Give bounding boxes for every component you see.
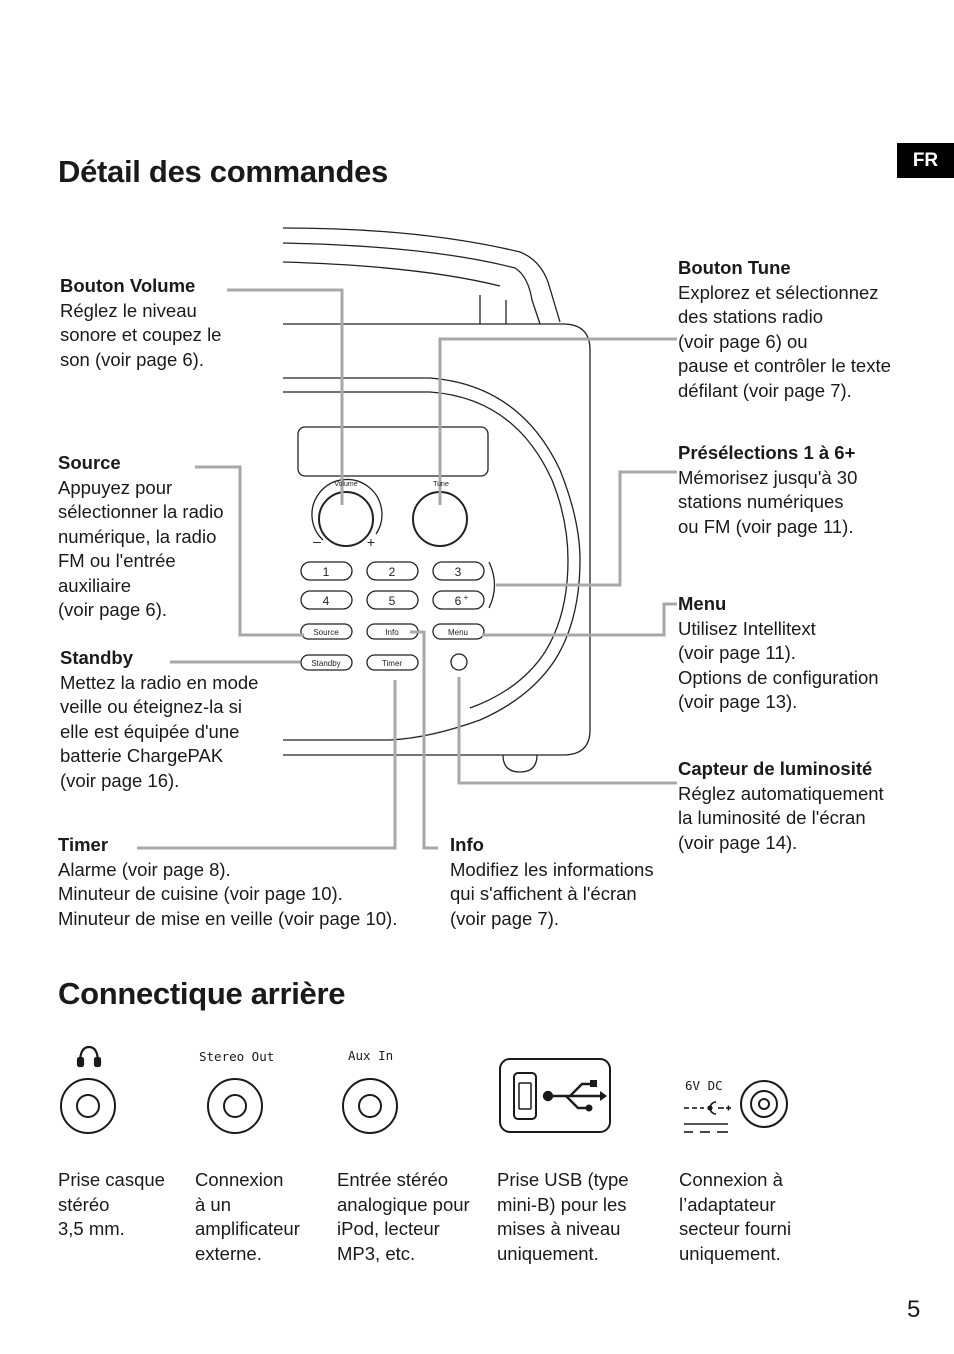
page-number: 5 <box>907 1296 921 1323</box>
preset-3-label: 3 <box>455 565 462 579</box>
volume-knob-label: Volume <box>334 481 357 488</box>
callout-info: Info Modifiez les informations qui s'aff… <box>450 833 654 931</box>
callout-title: Bouton Volume <box>60 275 196 296</box>
stereo-out-description: Connexion à un amplificateur externe. <box>195 1169 300 1264</box>
callout-title: Menu <box>678 593 727 614</box>
callout-text: Appuyez pour sélectionner la radio numér… <box>58 476 224 621</box>
callout-tune: Bouton Tune Explorez et sélectionnez des… <box>678 256 891 403</box>
callout-text: Explorez et sélectionnez des stations ra… <box>678 281 891 401</box>
stereo-out-label: Stereo Out <box>199 1049 274 1064</box>
callout-title: Capteur de luminosité <box>678 758 873 779</box>
preset-2-label: 2 <box>389 565 396 579</box>
callout-presets: Présélections 1 à 6+ Mémorisez jusqu'à 3… <box>678 441 857 539</box>
aux-in-description: Entrée stéréo analogique pour iPod, lect… <box>337 1169 470 1264</box>
callout-text: Modifiez les informations qui s'affichen… <box>450 858 654 929</box>
dc-description: Connexion à l’adaptateur secteur fourni … <box>679 1169 792 1264</box>
preset-1-label: 1 <box>323 565 330 579</box>
headphone-description: Prise casque stéréo 3,5 mm. <box>58 1169 165 1239</box>
usb-icon <box>542 1080 607 1112</box>
preset-5-label: 5 <box>389 594 396 608</box>
callout-title: Bouton Tune <box>678 257 791 278</box>
callout-menu: Menu Utilisez Intellitext (voir page 11)… <box>678 592 879 715</box>
callout-light-sensor: Capteur de luminosité Réglez automatique… <box>678 757 884 855</box>
volume-minus-label: – <box>313 533 321 549</box>
tune-knob-label: Tune <box>433 481 449 488</box>
headphones-icon <box>76 1045 102 1068</box>
callout-text: Réglez le niveau sonore et coupez le son… <box>60 299 222 370</box>
preset-4-label: 4 <box>323 594 330 608</box>
language-tab: FR <box>897 143 954 178</box>
callout-timer: Timer Alarme (voir page 8). Minuteur de … <box>58 833 397 931</box>
callout-title: Timer <box>58 834 109 855</box>
callout-title: Source <box>58 452 121 473</box>
callout-text: Alarme (voir page 8). Minuteur de cuisin… <box>58 858 398 929</box>
source-button-label: Source <box>313 628 339 637</box>
usb-description: Prise USB (type mini-B) pour les mises à… <box>497 1169 629 1264</box>
dc-label: 6V DC <box>685 1078 723 1093</box>
callout-source: Source Appuyez pour sélectionner la radi… <box>58 451 224 623</box>
menu-button-label: Menu <box>448 628 468 637</box>
callout-title: Présélections 1 à 6+ <box>678 442 856 463</box>
callout-text: Utilisez Intellitext (voir page 11). Opt… <box>678 617 879 713</box>
callout-text: Mémorisez jusqu'à 30 stations numériques… <box>678 466 858 537</box>
dc-polarity-icon <box>684 1101 731 1133</box>
callout-title: Standby <box>60 647 133 668</box>
callout-text: Mettez la radio en mode veille ou éteign… <box>60 671 259 791</box>
volume-plus-label: + <box>367 534 375 550</box>
preset-plus-label: + <box>464 593 469 602</box>
section-title-controls: Détail des commandes <box>58 154 388 189</box>
callout-standby: Standby Mettez la radio en mode veille o… <box>60 646 258 793</box>
callout-text: Réglez automatiquement la luminosité de … <box>678 782 884 853</box>
section-title-rear: Connectique arrière <box>58 976 346 1011</box>
preset-6-label: 6 <box>455 594 462 608</box>
standby-button-label: Standby <box>311 659 340 668</box>
callout-volume: Bouton Volume Réglez le niveau sonore et… <box>60 274 221 372</box>
info-button-label: Info <box>385 628 399 637</box>
timer-button-label: Timer <box>382 659 402 668</box>
callout-title: Info <box>450 834 484 855</box>
aux-in-label: Aux In <box>348 1048 393 1063</box>
